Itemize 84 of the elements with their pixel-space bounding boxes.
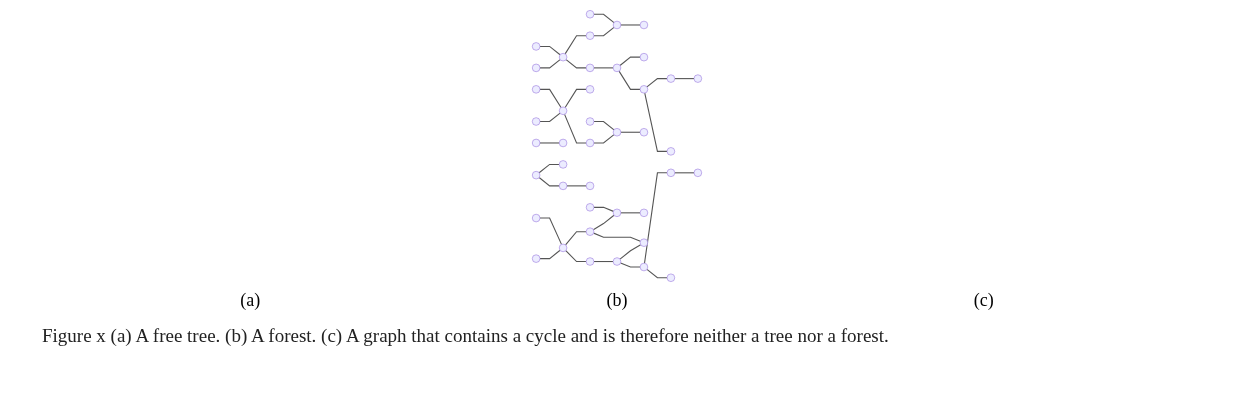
node-circle (666, 273, 676, 282)
node-circle (666, 74, 676, 83)
node-circle (585, 85, 595, 94)
node-circle (585, 138, 595, 148)
node-circle (639, 53, 649, 62)
connector (643, 172, 668, 264)
connector (566, 185, 587, 187)
node-circle (558, 160, 568, 169)
node-circle (585, 10, 595, 19)
connector (565, 231, 587, 246)
node-circle (585, 203, 595, 212)
node-circle (532, 171, 541, 180)
node-circle (532, 117, 541, 126)
connector (620, 262, 641, 268)
node-circle (532, 254, 541, 263)
node-circle (585, 257, 595, 266)
connector (593, 67, 614, 69)
node-circle (666, 147, 676, 156)
node-circle (639, 208, 649, 217)
connector (593, 206, 614, 212)
connector (674, 78, 695, 80)
node-circle (558, 106, 568, 115)
node-circle (558, 243, 568, 253)
connector (593, 232, 641, 242)
connector (564, 35, 587, 55)
connector (593, 260, 614, 263)
connector (593, 26, 615, 37)
node-circle (639, 20, 649, 30)
connector (538, 177, 560, 187)
connector (620, 212, 641, 214)
node-circle (585, 63, 595, 72)
connector (539, 249, 561, 260)
panel-label: (b) (606, 290, 628, 311)
node-circle (639, 128, 649, 137)
node-circle (585, 227, 595, 236)
node-circle (532, 138, 541, 148)
connector (564, 113, 587, 144)
node-circle (532, 63, 541, 72)
node-circle (693, 74, 702, 83)
connector (619, 56, 641, 67)
node-circle (532, 85, 541, 94)
connector (674, 172, 695, 174)
connector (565, 250, 587, 263)
node-circle (612, 208, 622, 217)
connector (620, 131, 641, 133)
panel-label: (a) (240, 290, 261, 311)
node-circle (639, 85, 649, 94)
connector (538, 163, 560, 174)
node-circle (558, 53, 568, 62)
connector (644, 92, 668, 152)
connector (564, 88, 587, 109)
connector (539, 142, 560, 144)
node-circle (558, 181, 568, 190)
connector (646, 268, 668, 279)
node-circle (612, 63, 622, 72)
node-circle (612, 20, 622, 30)
node-circle (639, 262, 649, 272)
node-circle (558, 138, 568, 148)
connector (539, 112, 561, 123)
connector (593, 13, 615, 24)
node-circle (666, 168, 676, 177)
connector (592, 214, 615, 231)
node-circle (532, 42, 541, 51)
connector (646, 78, 668, 88)
connector (593, 120, 615, 131)
connector (593, 134, 615, 144)
connector (539, 45, 561, 56)
connector (539, 59, 561, 69)
figure-caption: Figure x (a) A free tree. (b) A forest. (c) A graph that contains a cycle and is therefore neither a tree nor a forest. (42, 325, 890, 347)
connector (620, 24, 641, 26)
connector (619, 244, 642, 260)
node-circle (639, 238, 649, 247)
node-circle (585, 181, 595, 190)
node-circle (693, 168, 702, 177)
node-circle (585, 117, 595, 126)
panel-label: (c) (973, 290, 994, 311)
node-circle (585, 31, 595, 40)
connector (539, 217, 563, 245)
connector (565, 59, 587, 69)
node-circle (532, 213, 541, 223)
connector (539, 88, 562, 109)
node-circle (612, 257, 622, 266)
node-circle (612, 128, 622, 137)
connector (618, 70, 641, 90)
